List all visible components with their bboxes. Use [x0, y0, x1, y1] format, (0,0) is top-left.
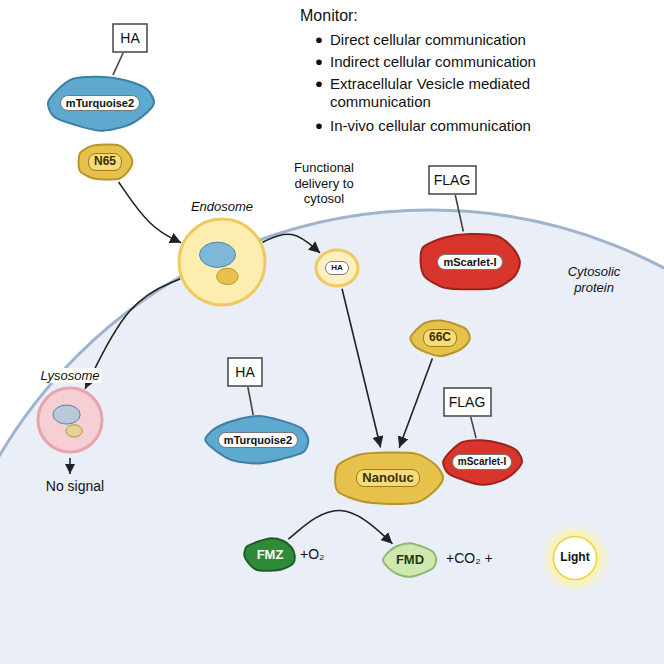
cargo-blob [66, 425, 82, 437]
reaction-term: +CO₂ + [446, 550, 516, 567]
node-label: mScarlet-I [452, 454, 512, 470]
flag-pole [455, 195, 463, 232]
list-item: Indirect cellular communication [330, 53, 640, 71]
vesicle-membrane [316, 250, 358, 286]
vesicle-membrane [179, 219, 265, 305]
bullet-dot [316, 38, 322, 44]
node-label: HA [325, 261, 349, 274]
product-blob: FMD [381, 541, 439, 579]
node-label: HA [235, 364, 254, 380]
blob-shape [48, 77, 154, 131]
node-label: mTurquoise2 [218, 432, 298, 449]
compartment-note: Cytosolic protein [548, 264, 640, 295]
node-label: FLAG [434, 172, 471, 188]
tag-flag: HA [112, 23, 148, 53]
bullet-dot [316, 82, 322, 88]
flag-pole [471, 417, 476, 438]
bullet-dot [316, 60, 322, 66]
lysosome-circle: Lysosome [36, 386, 104, 454]
blob-shape [335, 452, 443, 504]
flow-arrow [288, 510, 392, 543]
node-label: FLAG [449, 394, 486, 410]
blob-shape [421, 234, 520, 289]
list-heading: Monitor: [300, 6, 500, 25]
node-label: Light [560, 551, 589, 565]
list-item: Extracellular Vesicle mediated communica… [330, 75, 570, 111]
list-item: In-vivo cellular communication [330, 117, 640, 135]
node-label: FMD [396, 553, 424, 568]
blob-shape [443, 440, 522, 485]
node-label: 66C [423, 329, 457, 347]
node-label: HA [120, 30, 139, 46]
compartment-name: Lysosome [38, 368, 101, 383]
tag-flag: FLAG [443, 387, 492, 417]
vesicle-membrane [38, 388, 102, 452]
flag-pole [113, 53, 123, 75]
flow-arrow [399, 359, 432, 448]
node-outline [36, 386, 104, 454]
node-label: mTurquoise2 [60, 95, 140, 112]
blob-shape [410, 321, 470, 356]
tag-flag: HA [227, 357, 263, 387]
flag-pole [248, 387, 253, 415]
endosome-circle: Endosome [177, 217, 267, 307]
protein-blob: mScarlet-I [414, 230, 526, 294]
protein-blob: N65 [74, 141, 136, 183]
cargo-blob [200, 242, 236, 267]
protein-blob: 66C [408, 318, 472, 358]
node-label: mScarlet-I [437, 254, 502, 271]
flow-arrow [342, 289, 381, 448]
cargo-blob [217, 268, 239, 284]
cargo-blob [53, 405, 80, 424]
compartment-name: Endosome [189, 199, 255, 214]
enzyme-blob: Nanoluc [328, 448, 448, 508]
light-circle: Light [539, 522, 611, 594]
flag-box [444, 388, 491, 416]
blob-shape [205, 416, 308, 463]
protein-blob: mScarlet-I [440, 437, 524, 487]
flag-box [228, 358, 262, 386]
blob-shape [79, 145, 133, 180]
protein-blob: mTurquoise2 [203, 414, 313, 466]
node-label: Nanoluc [356, 469, 419, 488]
list-item: Direct cellular communication [330, 31, 640, 49]
flow-arrow [119, 182, 182, 243]
tag-flag: FLAG [428, 165, 477, 195]
node-outline [177, 217, 267, 307]
flag-box [429, 166, 476, 194]
flag-box [113, 24, 147, 52]
result-note: No signal [30, 478, 120, 495]
flow-arrow [263, 234, 320, 253]
bullet-dot [316, 124, 322, 130]
blob-shape [244, 538, 294, 570]
step-note: Functional delivery to cytosol [282, 160, 366, 207]
cell-membrane [0, 210, 664, 664]
substrate-blob: FMZ [241, 536, 299, 574]
vesicle-circle: HA [314, 248, 360, 288]
no-signal-arrow [69, 458, 71, 474]
node-label: FMZ [257, 548, 284, 563]
reaction-term: +O₂ [300, 546, 340, 563]
blob-shape [383, 543, 436, 577]
node-label: N65 [88, 153, 122, 171]
light-glow [539, 522, 611, 594]
protein-blob: mTurquoise2 [44, 73, 156, 133]
light-core [553, 536, 596, 579]
